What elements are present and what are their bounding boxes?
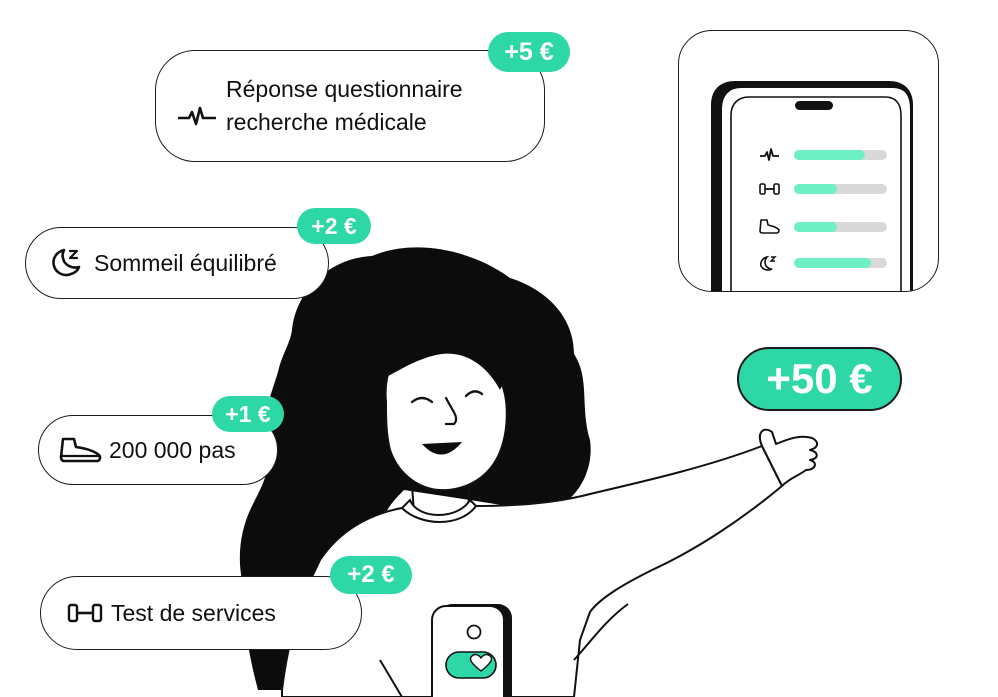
card-steps-label: 200 000 pas: [109, 436, 236, 463]
moon-sleep-icon: [52, 248, 81, 277]
nose: [444, 396, 458, 426]
heart-icon: [469, 653, 493, 672]
left-eye: [410, 396, 434, 404]
card-research: Réponse questionnaire recherche médicale: [155, 50, 545, 162]
heartbeat-icon: [760, 148, 779, 161]
right-eye: [464, 390, 484, 398]
inner-arm: [379, 659, 403, 697]
phone-mockup: [711, 81, 913, 291]
progress-track: [794, 222, 887, 232]
badge-research: +5 €: [488, 32, 570, 72]
badge-steps: +1 €: [212, 396, 284, 432]
progress-track: [794, 184, 887, 194]
card-sleep-label: Sommeil équilibré: [94, 249, 277, 276]
progress-track: [794, 150, 887, 160]
sneaker-icon: [59, 437, 102, 463]
badge-sleep: +2 €: [297, 208, 371, 244]
card-sleep: Sommeil équilibré: [25, 227, 329, 299]
card-research-label: Réponse questionnaire recherche médicale: [226, 76, 463, 135]
sneaker-icon: [759, 219, 780, 234]
badge-services: +2 €: [330, 556, 412, 594]
hair-fringe: [380, 325, 506, 390]
total-earnings-badge: +50 €: [737, 347, 902, 411]
progress-fill: [794, 258, 871, 268]
progress-fill: [794, 184, 837, 194]
held-phone: [431, 604, 512, 697]
shirt: [281, 444, 784, 697]
progress-fill: [794, 150, 865, 160]
card-services-label: Test de services: [111, 599, 276, 626]
card-services: Test de services: [40, 576, 362, 650]
heartbeat-icon: [178, 106, 216, 126]
hand: [758, 428, 818, 487]
moon-sleep-icon: [759, 255, 777, 271]
progress-fill: [794, 222, 837, 232]
dumbbell-icon: [67, 603, 103, 623]
phone-lock-icon: [466, 624, 482, 640]
phone-progress-card: [678, 30, 939, 292]
card-steps: 200 000 pas: [38, 415, 278, 485]
arm-outline: [573, 603, 629, 661]
progress-track: [794, 258, 887, 268]
phone-notch: [795, 101, 833, 110]
mouth: [422, 442, 462, 455]
dumbbell-icon: [759, 183, 780, 195]
